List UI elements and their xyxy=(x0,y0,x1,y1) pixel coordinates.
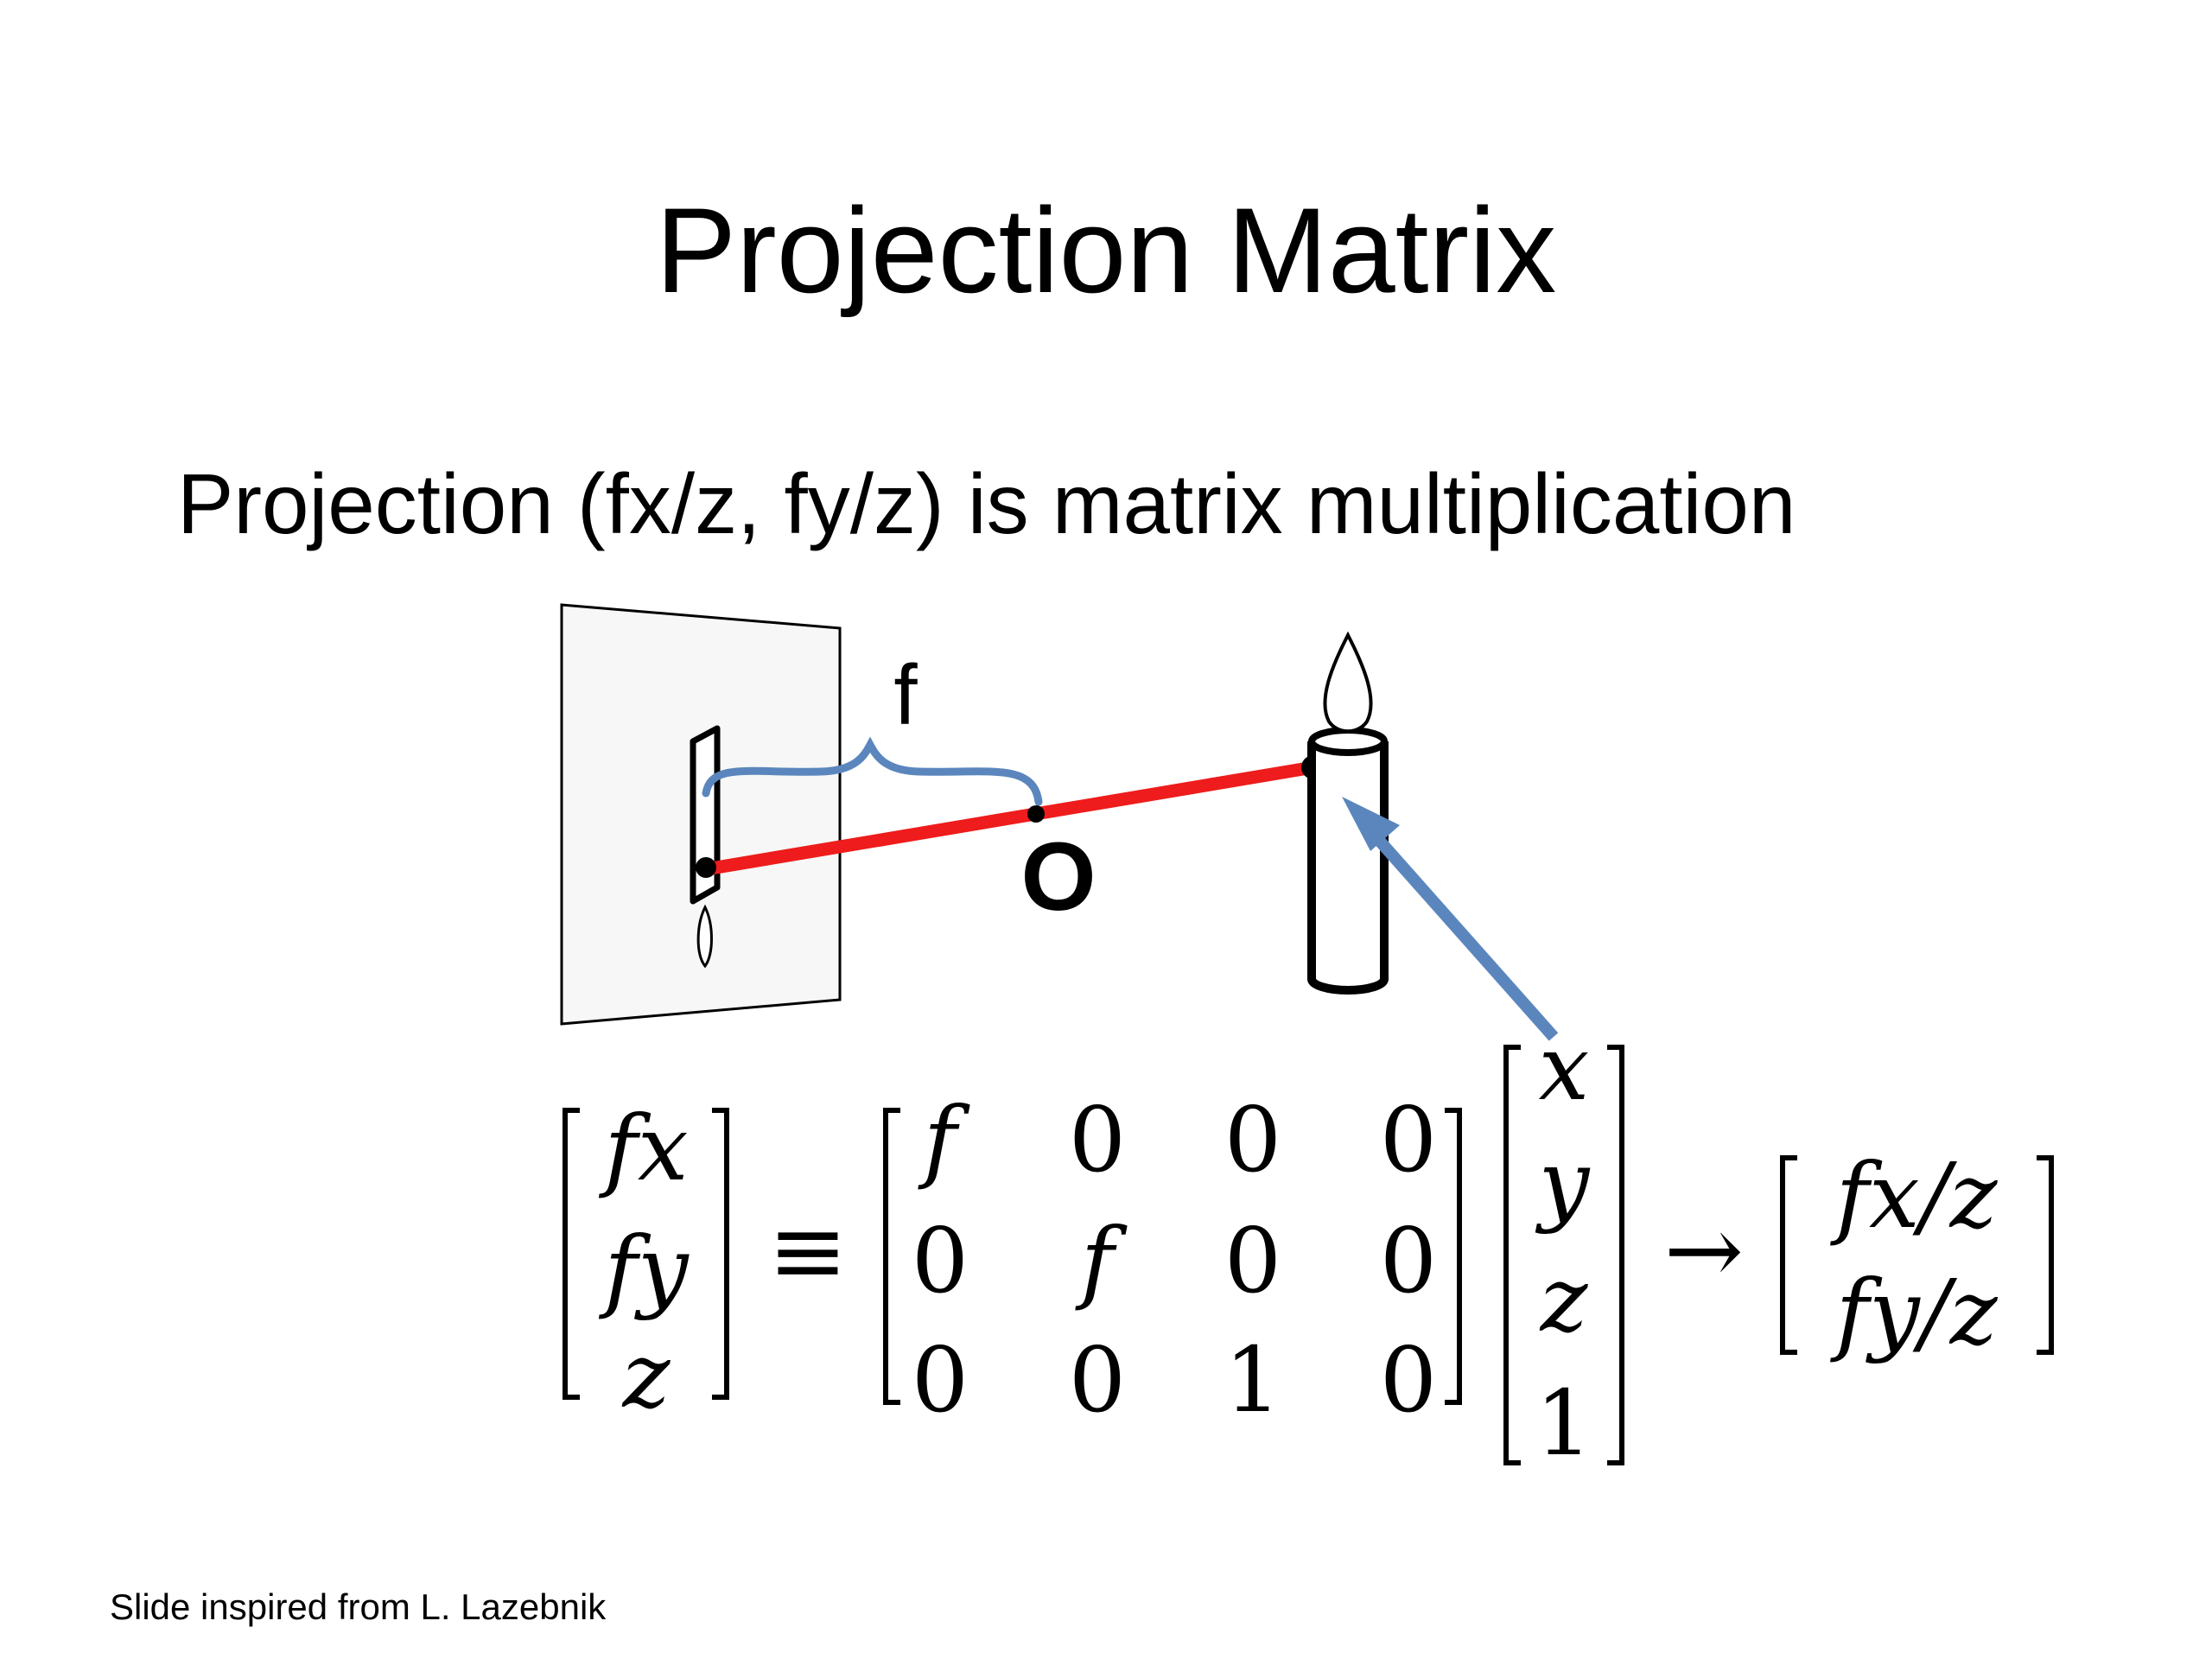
slide-title: Projection Matrix xyxy=(655,182,1557,318)
matrix-cell: 0 xyxy=(1224,1087,1281,1192)
equivalence-symbol: ≡ xyxy=(768,1195,848,1306)
candle-body xyxy=(1307,741,1389,995)
matrix-right-bracket xyxy=(1445,1108,1462,1405)
result-right-bracket xyxy=(2037,1155,2054,1355)
matrix-cell: 0 xyxy=(1380,1087,1437,1192)
candle-top xyxy=(1308,727,1388,756)
point-entry: y xyxy=(1535,1130,1591,1236)
candle-flame xyxy=(1323,631,1373,734)
focal-length-brace xyxy=(702,736,1043,806)
result-left-bracket xyxy=(1780,1155,1797,1355)
projected-candle xyxy=(690,725,721,905)
matrix-cell: 0 xyxy=(1069,1327,1126,1433)
result-entry: fx/z xyxy=(1830,1143,1999,1249)
point-left-bracket xyxy=(1503,1045,1521,1465)
matrix-cell: 0 xyxy=(1069,1087,1126,1192)
image-point xyxy=(696,857,716,878)
candle xyxy=(1307,631,1389,995)
projection-equation: fx fy z ≡ f 0 0 0 0 f 0 0 0 0 1 0 x xyxy=(563,1015,2054,1476)
optical-center-label: O xyxy=(1020,823,1096,931)
optical-center-point xyxy=(1027,805,1045,823)
point-entry: 1 xyxy=(1535,1370,1592,1476)
slide-subtitle: Projection (fx/z, fy/z) is matrix multip… xyxy=(177,456,1796,551)
point-right-bracket xyxy=(1607,1045,1624,1465)
projection-ray xyxy=(699,760,1320,876)
maps-to-arrow: → xyxy=(1664,1195,1744,1306)
lhs-entry: fy xyxy=(598,1217,689,1322)
point-indicator-arrow xyxy=(1364,825,1559,1041)
matrix-cell: 0 xyxy=(912,1208,969,1313)
lhs-vector: fx fy z xyxy=(563,1096,729,1428)
result-entry: fy/z xyxy=(1829,1260,1998,1365)
projection-matrix: f 0 0 0 0 f 0 0 0 0 1 0 xyxy=(883,1087,1462,1433)
point-indicator-arrowhead xyxy=(1342,797,1400,851)
lhs-entry: z xyxy=(621,1323,671,1428)
lhs-right-bracket xyxy=(712,1108,729,1400)
projected-flame xyxy=(696,904,713,969)
slide-credit: Slide inspired from L. Lazebnik xyxy=(110,1586,607,1627)
point-entry: z xyxy=(1539,1247,1589,1352)
focal-length-label: f xyxy=(893,647,918,742)
matrix-cell: 0 xyxy=(1224,1208,1281,1313)
result-vector: fx/z fy/z xyxy=(1780,1143,2054,1365)
lhs-entry: fx xyxy=(598,1096,688,1201)
matrix-cell: 0 xyxy=(1380,1327,1437,1433)
matrix-cell: f xyxy=(1075,1208,1128,1313)
matrix-cell: f xyxy=(918,1087,970,1192)
lhs-left-bracket xyxy=(563,1108,580,1400)
matrix-cell: 0 xyxy=(912,1327,969,1433)
point-entry: x xyxy=(1539,1015,1590,1121)
matrix-cell: 0 xyxy=(1380,1208,1437,1313)
point-vector: x y z 1 xyxy=(1503,1015,1624,1476)
matrix-left-bracket xyxy=(883,1108,900,1405)
matrix-cell: 1 xyxy=(1224,1327,1281,1433)
